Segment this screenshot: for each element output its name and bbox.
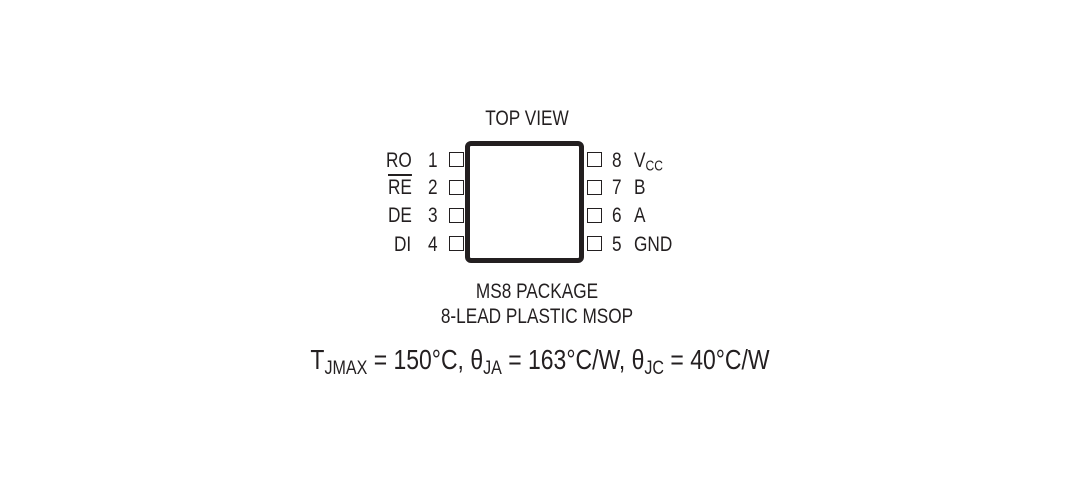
pin-8-number: 8: [612, 149, 622, 172]
theta-ja-subscript: JA: [483, 356, 502, 379]
pin-2-number: 2: [428, 176, 438, 199]
pin-7-label: B: [634, 176, 646, 199]
pin-6-number: 6: [612, 204, 622, 227]
pin-3-label: DE: [388, 204, 412, 227]
theta-ja-symbol: θ: [470, 344, 484, 375]
pin-1-lead: [449, 152, 464, 167]
pin-8-name: V: [634, 149, 646, 172]
theta-jc-symbol: θ: [631, 344, 645, 375]
pin-3-lead: [449, 208, 464, 223]
pin-3-number: 3: [428, 204, 438, 227]
pin-4-label: DI: [394, 233, 412, 256]
package-description: 8-LEAD PLASTIC MSOP: [440, 305, 634, 328]
thermal-specs: TJMAX = 150°C, θJA = 163°C/W, θJC = 40°C…: [253, 344, 827, 379]
diagram-title: TOP VIEW: [485, 107, 569, 130]
pin-1-number: 1: [428, 149, 438, 172]
tj-subscript: JMAX: [324, 356, 368, 379]
pin-2-lead: [449, 180, 464, 195]
theta-ja-value: = 163°C/W,: [501, 344, 632, 375]
tj-symbol: T: [310, 344, 325, 375]
pin-2-label: RE: [388, 176, 412, 199]
pin-8-subscript: CC: [645, 158, 663, 175]
pin-6-lead: [587, 208, 602, 223]
pin-7-lead: [587, 180, 602, 195]
pin-5-label: GND: [634, 233, 673, 256]
pin-1-label: RO: [386, 149, 412, 172]
pin-4-lead: [449, 236, 464, 251]
pin-6-label: A: [634, 204, 646, 227]
pin-5-number: 5: [612, 233, 622, 256]
pin-7-number: 7: [612, 176, 622, 199]
pin-8-label: VCC: [634, 149, 663, 175]
pin-5-lead: [587, 236, 602, 251]
theta-jc-subscript: JC: [644, 356, 665, 379]
ic-package-body: [465, 141, 584, 263]
pin-4-number: 4: [428, 233, 438, 256]
package-name: MS8 PACKAGE: [475, 280, 599, 303]
theta-jc-value: = 40°C/W: [664, 344, 770, 375]
tj-value: = 150°C,: [367, 344, 471, 375]
pin-8-lead: [587, 152, 602, 167]
